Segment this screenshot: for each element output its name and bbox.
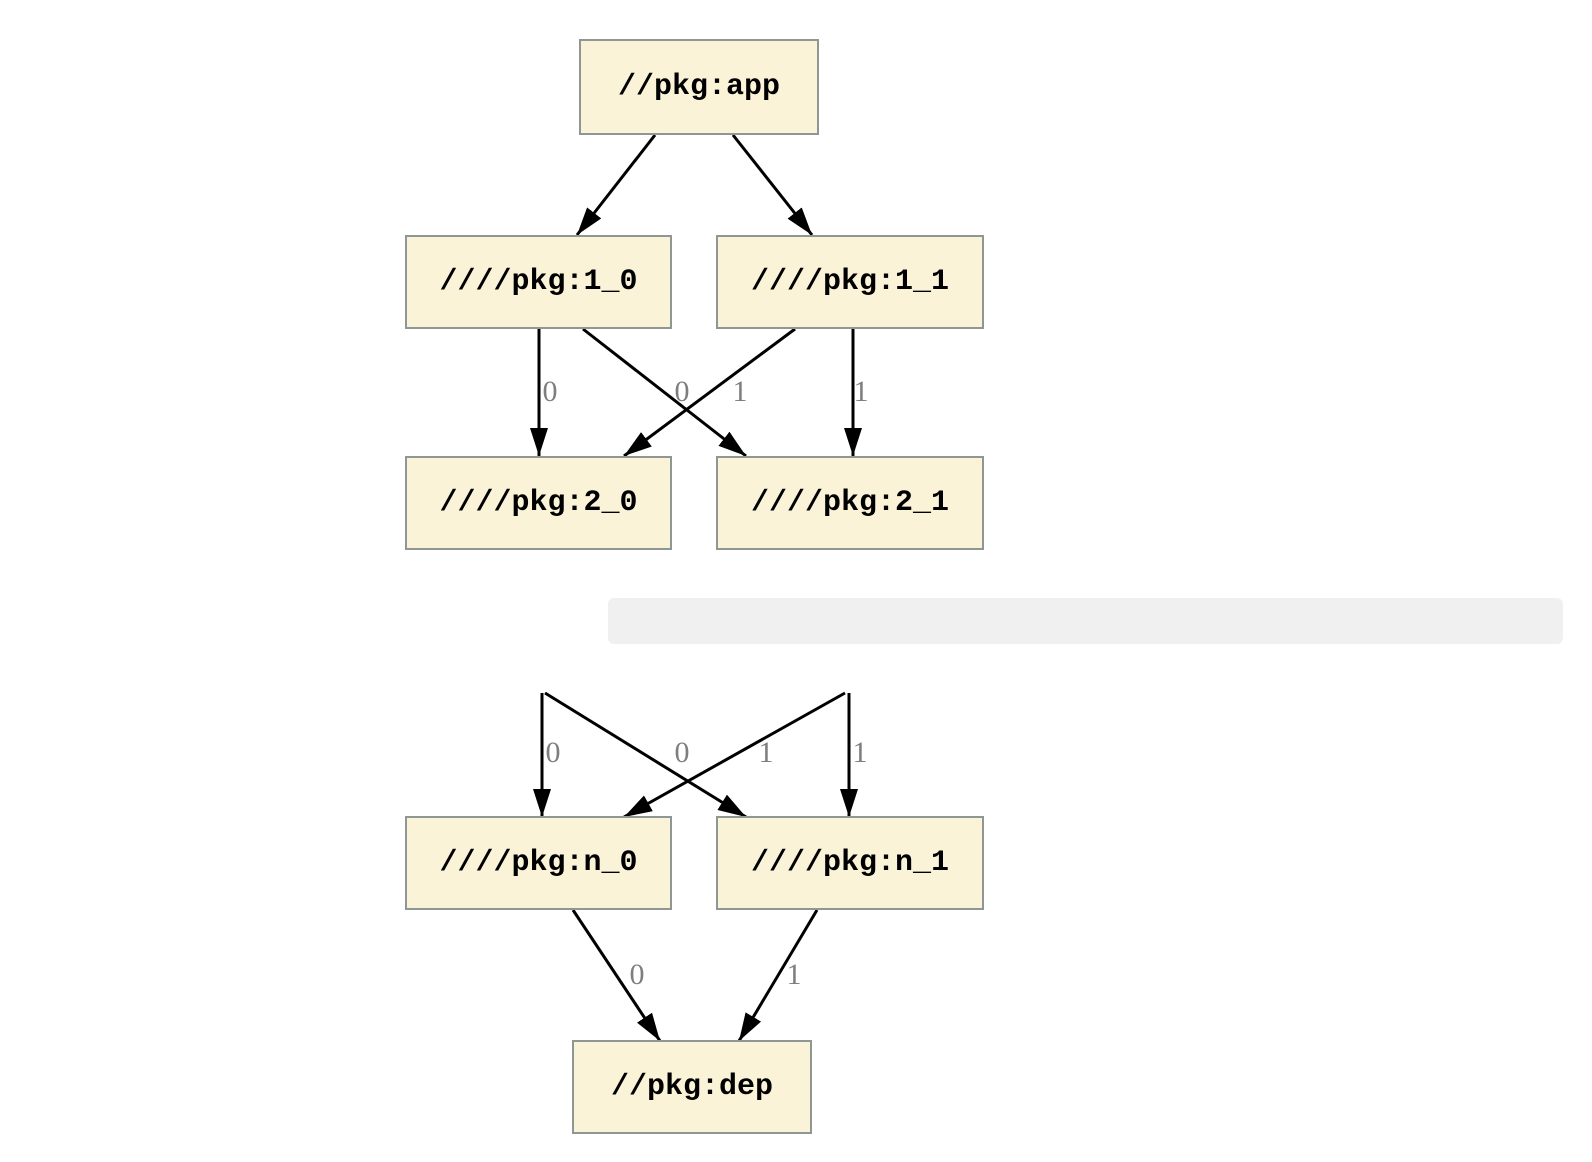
node-pkg-app: //pkg:app <box>579 39 819 135</box>
edge-app-to-1_0 <box>575 134 657 236</box>
edge-label: 1 <box>786 958 802 991</box>
node-pkg-n_1: ////pkg:n_1 <box>716 816 984 910</box>
edge-label: 0 <box>542 375 558 408</box>
edge-label: 0 <box>629 958 645 991</box>
code-ellipsis-block: . . . <box>608 598 1563 644</box>
edge-label: 0 <box>674 736 690 769</box>
edge-cont-to-n_0-cross <box>623 691 846 819</box>
edge-1_0-to-2_1 <box>582 327 747 458</box>
edge-label: 1 <box>758 736 774 769</box>
edge-label: 0 <box>674 375 690 408</box>
node-pkg-1_1: ////pkg:1_1 <box>716 235 984 329</box>
edge-label: 1 <box>852 736 868 769</box>
edge-n_1-to-dep <box>737 909 819 1042</box>
edge-label: 0 <box>545 736 561 769</box>
edge-cont-to-n_1-cross <box>544 691 747 819</box>
node-pkg-dep: //pkg:dep <box>572 1040 812 1134</box>
edge-label: 1 <box>853 375 869 408</box>
edge-label: 1 <box>732 375 748 408</box>
node-pkg-n_0: ////pkg:n_0 <box>405 816 672 910</box>
edge-n_0-to-dep <box>571 909 662 1042</box>
node-pkg-2_1: ////pkg:2_1 <box>716 456 984 550</box>
edge-app-to-1_1 <box>731 134 814 236</box>
node-pkg-1_0: ////pkg:1_0 <box>405 235 672 329</box>
edge-1_1-to-2_0 <box>623 327 796 458</box>
node-pkg-2_0: ////pkg:2_0 <box>405 456 672 550</box>
